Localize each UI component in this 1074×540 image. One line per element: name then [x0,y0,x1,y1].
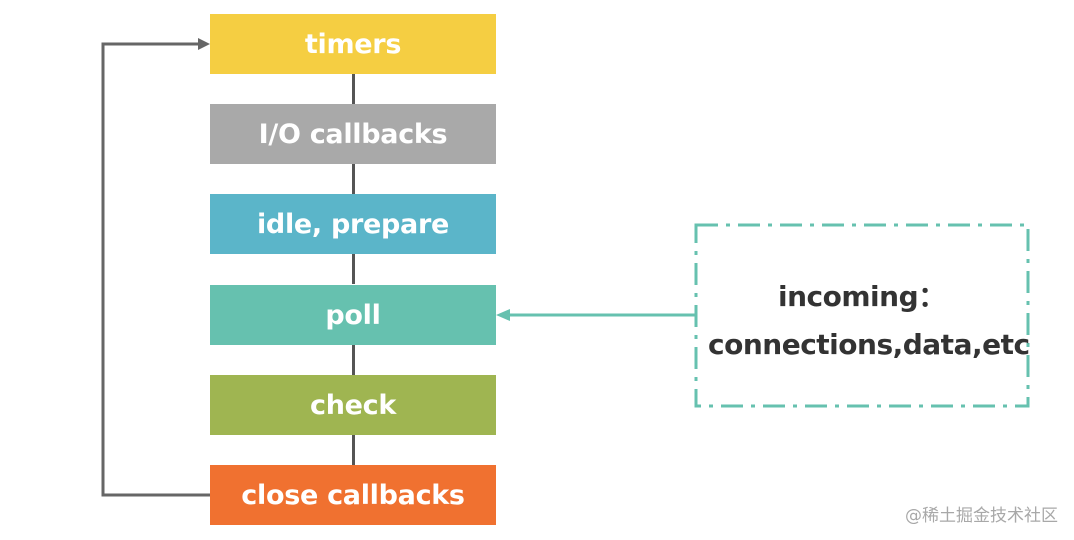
watermark: @稀土掘金技术社区 [905,506,1058,526]
connector-line [352,74,355,104]
connector-line [352,345,355,375]
phase-poll: poll [210,285,496,345]
phase-check: check [210,375,496,435]
connector-line [352,164,355,194]
loop-back-arrowhead [198,38,210,50]
connector-line [352,435,355,465]
loop-back-arrow [101,42,210,497]
phase-idle-prepare: idle, prepare [210,194,496,254]
phase-io-callbacks: I/O callbacks [210,104,496,164]
incoming-arrowhead [496,309,510,321]
phase-close-callbacks: close callbacks [210,465,496,525]
connector-line [352,254,355,284]
incoming-detail: connections,data,etc [708,328,1030,361]
phase-timers: timers [210,14,496,74]
incoming-box [694,223,1030,408]
incoming-label: incoming： [778,280,946,313]
